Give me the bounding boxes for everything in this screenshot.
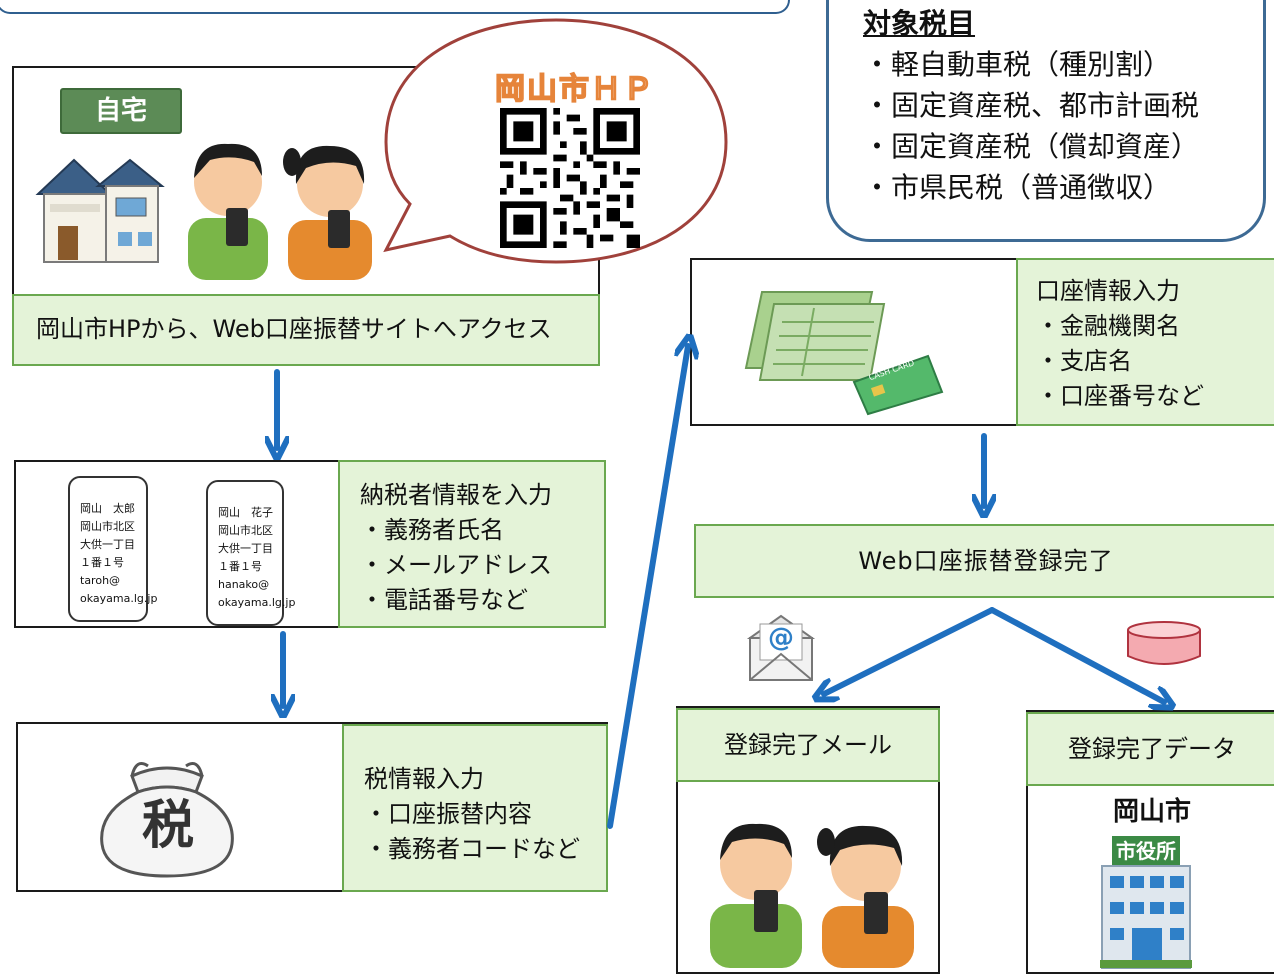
- registration-complete-box: Web口座振替登録完了: [694, 524, 1274, 598]
- panel-line: ・メールアドレス: [360, 551, 552, 579]
- completion-mail-label: 登録完了メール: [676, 708, 940, 782]
- completion-data-label: 登録完了データ: [1026, 712, 1274, 786]
- account-info-panel: 口座情報入力 ・金融機関名 ・支店名 ・口座番号など: [1016, 258, 1274, 426]
- access-step-label: 岡山市HPから、Web口座振替サイトへアクセス: [12, 294, 600, 366]
- card-line: taroh@: [80, 574, 121, 587]
- email-envelope-icon: [746, 614, 816, 681]
- qr-code-icon: [500, 108, 640, 248]
- panel-line: ・口座番号など: [1036, 382, 1204, 410]
- panel-line: 税情報入力: [364, 765, 484, 793]
- sample-phone-card: 岡山 太郎 岡山市北区 大供一丁目 １番１号 taroh@ okayama.lg…: [68, 476, 158, 622]
- city-hall-building-icon: [1100, 865, 1192, 969]
- panel-line: 口座情報入力: [1036, 277, 1180, 305]
- target-tax-item: ・市県民税（普通徴収）: [863, 171, 1172, 204]
- target-tax-title: 対象税目: [863, 7, 976, 40]
- people-with-phones-illustration: [188, 143, 372, 280]
- sample-phone-card: 岡山 花子 岡山市北区 大供一丁目 １番１号 hanako@ okayama.l…: [206, 480, 296, 626]
- card-line: 岡山市北区: [218, 524, 273, 537]
- card-line: １番１号: [80, 556, 124, 569]
- panel-line: ・電話番号など: [360, 586, 528, 614]
- card-line: １番１号: [218, 560, 262, 573]
- target-tax-item: ・軽自動車税（種別割）: [863, 48, 1172, 81]
- arrow-taxinfo-to-account: [607, 346, 688, 829]
- panel-line: ・金融機関名: [1036, 312, 1180, 340]
- panel-line: ・支店名: [1036, 347, 1132, 375]
- city-hall-sign: 市役所: [1112, 836, 1180, 866]
- city-name: 岡山市: [1112, 797, 1191, 827]
- card-line: 岡山 太郎: [80, 502, 135, 515]
- target-tax-item: ・固定資産税、都市計画税: [863, 89, 1200, 122]
- target-tax-item: ・固定資産税（償却資産）: [863, 130, 1200, 163]
- card-line: 岡山市北区: [80, 520, 135, 533]
- home-label: 自宅: [60, 88, 182, 134]
- target-tax-box: 対象税目 ・軽自動車税（種別割） ・固定資産税、都市計画税 ・固定資産税（償却資…: [826, 0, 1266, 242]
- database-icon: [1127, 621, 1201, 665]
- bubble-title: 岡山市ＨＰ: [494, 71, 655, 108]
- arrow-complete-to-mail: [824, 607, 995, 694]
- card-line: okayama.lg.jp: [218, 596, 296, 609]
- taxpayer-info-panel: 納税者情報を入力 ・義務者氏名 ・メールアドレス ・電話番号など: [338, 460, 606, 628]
- people-with-phones-illustration: [710, 823, 914, 968]
- taxinfo-panel: 税情報入力 ・口座振替内容 ・義務者コードなど: [342, 724, 608, 892]
- card-line: 岡山 花子: [218, 506, 273, 519]
- card-line: okayama.lg.jp: [80, 592, 158, 605]
- panel-line: ・口座振替内容: [364, 800, 532, 828]
- card-line: hanako@: [218, 578, 270, 591]
- arrow-complete-to-data: [989, 607, 1164, 702]
- at-sign-text: @: [768, 623, 794, 653]
- house-illustration: [35, 158, 165, 263]
- panel-line: 納税者情報を入力: [360, 481, 552, 509]
- bankbook-and-card-illustration: [744, 291, 944, 416]
- card-line: 大供一丁目: [80, 538, 135, 551]
- tax-bag-text: 税: [141, 796, 194, 856]
- tax-bag-icon: [100, 762, 234, 878]
- panel-line: ・義務者コードなど: [364, 835, 580, 863]
- panel-line: ・義務者氏名: [360, 516, 504, 544]
- card-line: 大供一丁目: [218, 542, 273, 555]
